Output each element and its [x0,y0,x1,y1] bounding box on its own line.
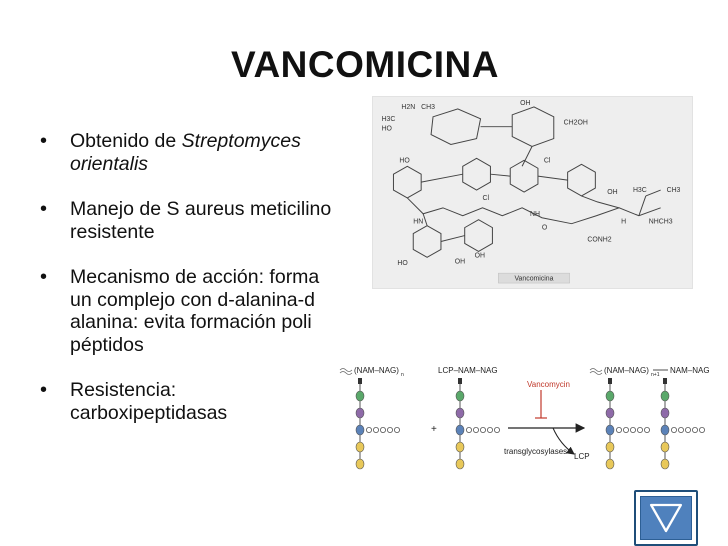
slide-title: VANCOMICINA [231,44,499,85]
side-chain-bead [670,427,677,434]
side-chain-bead [373,427,380,434]
struct-label: OH [607,189,617,196]
side-chain-bead [622,427,629,434]
bullet-text: Obtenido de [70,130,182,152]
struct-label: CH2OH [564,120,588,127]
side-chain-bead [465,427,472,434]
mechanism-diagram: (NAM–NAG) n LCP–NAM–NAG + Vancomycin tra… [338,356,728,476]
amino-acid-bead [455,424,465,436]
byproduct-arrow [552,427,575,455]
side-chain-bead [387,427,394,434]
side-chain-bead [479,427,486,434]
amino-acid-bead [660,441,670,453]
amino-acid-bead [605,407,615,419]
side-chain-bead [684,427,691,434]
next-slide-button[interactable] [634,490,698,546]
side-chain-bead [636,427,643,434]
bullet-text: Mecanismo de acción: forma un complejo c… [70,266,320,356]
amino-acid-bead [455,441,465,453]
struct-label: OH [520,100,530,107]
struct-label: CONH2 [587,236,611,243]
side-chain-bead [493,427,500,434]
bullet-text: Resistencia: carboxipeptidasas [70,379,228,424]
struct-label: NHCH3 [649,219,673,226]
side-chain-bead [643,427,650,434]
bullet-item: Manejo de S aureus meticilino resistente [36,198,336,243]
bullet-text: Manejo de S aureus meticilino resistente [70,198,332,243]
structure-diagram: H2N CH3 H3C HO OH CH2OH HO Cl OH H3C CH3… [382,100,681,284]
struct-label: HO [397,260,408,267]
middle-chain-label: LCP–NAM–NAG [438,366,498,375]
side-chain-bead [380,427,387,434]
struct-label: H2N [401,104,415,111]
wavy-line [339,368,353,375]
amino-acid-bead [605,424,615,436]
struct-label: CH3 [421,104,435,111]
amino-acid-bead [605,390,615,402]
struct-label: HO [399,157,410,164]
product-chain-sub: n+1 [651,372,660,378]
left-chain-label: (NAM–NAG) [354,366,399,375]
struct-label: HN [413,219,423,226]
struct-label: O [542,225,548,232]
struct-label: H3C [633,187,647,194]
amino-acid-bead [455,390,465,402]
plus-sign: + [431,424,437,435]
structure-caption: Vancomicina [514,276,553,283]
mechanism-svg: (NAM–NAG) n LCP–NAM–NAG + Vancomycin tra… [339,366,710,470]
chain-cap [458,378,462,384]
bullet-item: Resistencia: carboxipeptidasas [36,379,336,424]
struct-label: NH [530,211,540,218]
drug-label: Vancomycin [527,380,570,389]
bullet-list: Obtenido de Streptomyces orientalis Mane… [36,130,336,447]
bullet-emphasis: Streptomyces orientalis [70,130,301,175]
struct-label: HO [382,126,393,133]
side-chain-bead [629,427,636,434]
side-chain-bead [486,427,493,434]
amino-acid-bead [660,390,670,402]
chain-cap [663,378,667,384]
side-chain-bead [698,427,705,434]
product-chain-label: (NAM–NAG) [604,366,649,375]
triangle-down-icon [649,503,683,533]
struct-label: Cl [544,157,551,164]
struct-label: Cl [483,195,490,202]
side-chain-bead [472,427,479,434]
amino-acid-bead [355,424,365,436]
amino-acid-bead [355,390,365,402]
amino-acid-bead [455,407,465,419]
amino-acid-bead [355,407,365,419]
left-chain-sub: n [401,372,404,378]
amino-acid-bead [660,458,670,470]
side-chain-bead [365,427,372,434]
wavy-line [589,368,603,375]
amino-acid-bead [660,407,670,419]
chain-cap [608,378,612,384]
bullet-item: Mecanismo de acción: forma un complejo c… [36,266,336,356]
byproduct-label: LCP [574,452,590,461]
amino-acid-bead [355,458,365,470]
enzyme-label: transglycosylases [504,447,567,456]
amino-acid-bead [660,424,670,436]
struct-label: CH3 [667,187,681,194]
struct-label: OH [455,258,465,265]
side-chain-bead [615,427,622,434]
struct-label: OH [475,252,485,259]
amino-acid-bead [605,458,615,470]
side-chain-bead [394,427,401,434]
side-chain-bead [691,427,698,434]
product-tail-label: NAM–NAG [670,366,710,375]
amino-acid-bead [355,441,365,453]
amino-acid-bead [605,441,615,453]
vancomycin-structure-image: H2N CH3 H3C HO OH CH2OH HO Cl OH H3C CH3… [372,96,693,289]
chain-cap [358,378,362,384]
amino-acid-bead [455,458,465,470]
bullet-item: Obtenido de Streptomyces orientalis [36,130,336,175]
struct-label: H3C [382,116,396,123]
side-chain-bead [677,427,684,434]
struct-label: H [621,219,626,226]
